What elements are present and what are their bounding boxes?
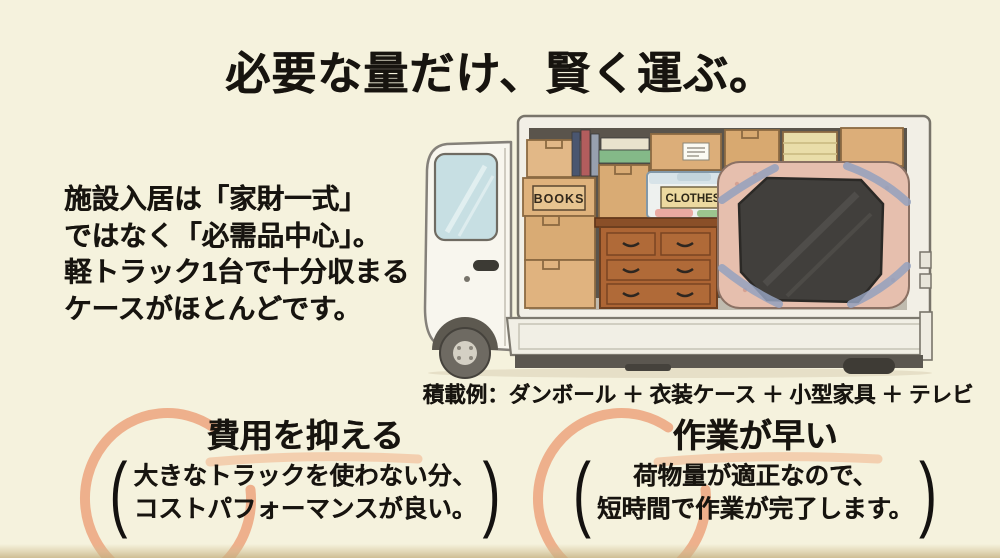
paren-close: ) bbox=[919, 446, 938, 540]
drawer-handles bbox=[622, 241, 694, 298]
highlight-circle-left-icon bbox=[79, 408, 423, 558]
detail-line: 荷物量が適正なので、 bbox=[632, 463, 878, 490]
intro-paragraph: 施設入居は「家財一式」 ではなく「必需品中心」。 軽トラック1台で十分収まる ケ… bbox=[64, 181, 409, 327]
bottom-shadow-band bbox=[0, 544, 1000, 558]
intro-line: ケースがほとんどです。 bbox=[64, 292, 361, 324]
benefit-cost-heading: 費用を抑える bbox=[206, 417, 404, 454]
side-gate bbox=[505, 311, 933, 361]
stacked-books bbox=[571, 129, 652, 177]
detail-line: コストパフォーマンスが良い。 bbox=[133, 496, 477, 523]
benefit-speed-heading: 作業が早い bbox=[672, 417, 838, 454]
load-example-caption: 積載例：ダンボール ＋ 衣装ケース ＋ 小型家具 ＋ テレビ bbox=[422, 383, 974, 407]
chest-of-drawers bbox=[594, 217, 723, 309]
underline-stroke-left bbox=[205, 452, 423, 467]
paren-close: ) bbox=[482, 446, 501, 540]
label-lines bbox=[687, 147, 705, 157]
page-title: 必要な量だけ、賢く運ぶ。 bbox=[225, 48, 775, 99]
door-handle bbox=[473, 260, 499, 271]
benefit-cost: 費用を抑える ( 大きなトラックを使わない分、 コストパフォーマンスが良い。 ) bbox=[90, 416, 520, 538]
benefit-speed-detail: ( 荷物量が適正なので、 短時間で作業が完了します。 ) bbox=[540, 448, 970, 538]
benefit-cost-lines: 大きなトラックを使わない分、 コストパフォーマンスが良い。 bbox=[134, 460, 477, 526]
truck-svg: BOOKS bbox=[423, 114, 933, 379]
paren-open: ( bbox=[572, 446, 591, 540]
undercarriage bbox=[515, 355, 923, 374]
detail-line: 大きなトラックを使わない分、 bbox=[133, 463, 477, 490]
tv-with-blanket bbox=[717, 161, 911, 309]
paren-open: ( bbox=[109, 446, 128, 540]
ground-shadow bbox=[428, 368, 932, 378]
blanket-stripes bbox=[718, 162, 911, 308]
truck-cab bbox=[423, 140, 513, 379]
benefit-speed-lines: 荷物量が適正なので、 短時間で作業が完了します。 bbox=[597, 460, 913, 526]
intro-line: ではなく「必需品中心」。 bbox=[64, 219, 381, 251]
highlight-circle-right-icon bbox=[532, 408, 883, 558]
books-box-label: BOOKS bbox=[534, 192, 585, 206]
benefit-speed: 作業が早い ( 荷物量が適正なので、 短時間で作業が完了します。 ) bbox=[540, 416, 970, 538]
benefit-cost-detail: ( 大きなトラックを使わない分、 コストパフォーマンスが良い。 ) bbox=[90, 448, 520, 538]
truck-illustration: BOOKS bbox=[415, 112, 980, 380]
books-box-label-plate bbox=[532, 185, 586, 211]
detail-line: 短時間で作業が完了します。 bbox=[596, 496, 914, 523]
top-row-boxes bbox=[724, 127, 904, 167]
intro-line: 軽トラック1台で十分収まる bbox=[64, 256, 410, 287]
underline-stroke-right bbox=[653, 452, 883, 467]
rear-wheel bbox=[843, 358, 895, 374]
clothes-case-label: CLOTHES bbox=[666, 193, 721, 205]
intro-line: 施設入居は「家財一式」 bbox=[64, 183, 367, 214]
